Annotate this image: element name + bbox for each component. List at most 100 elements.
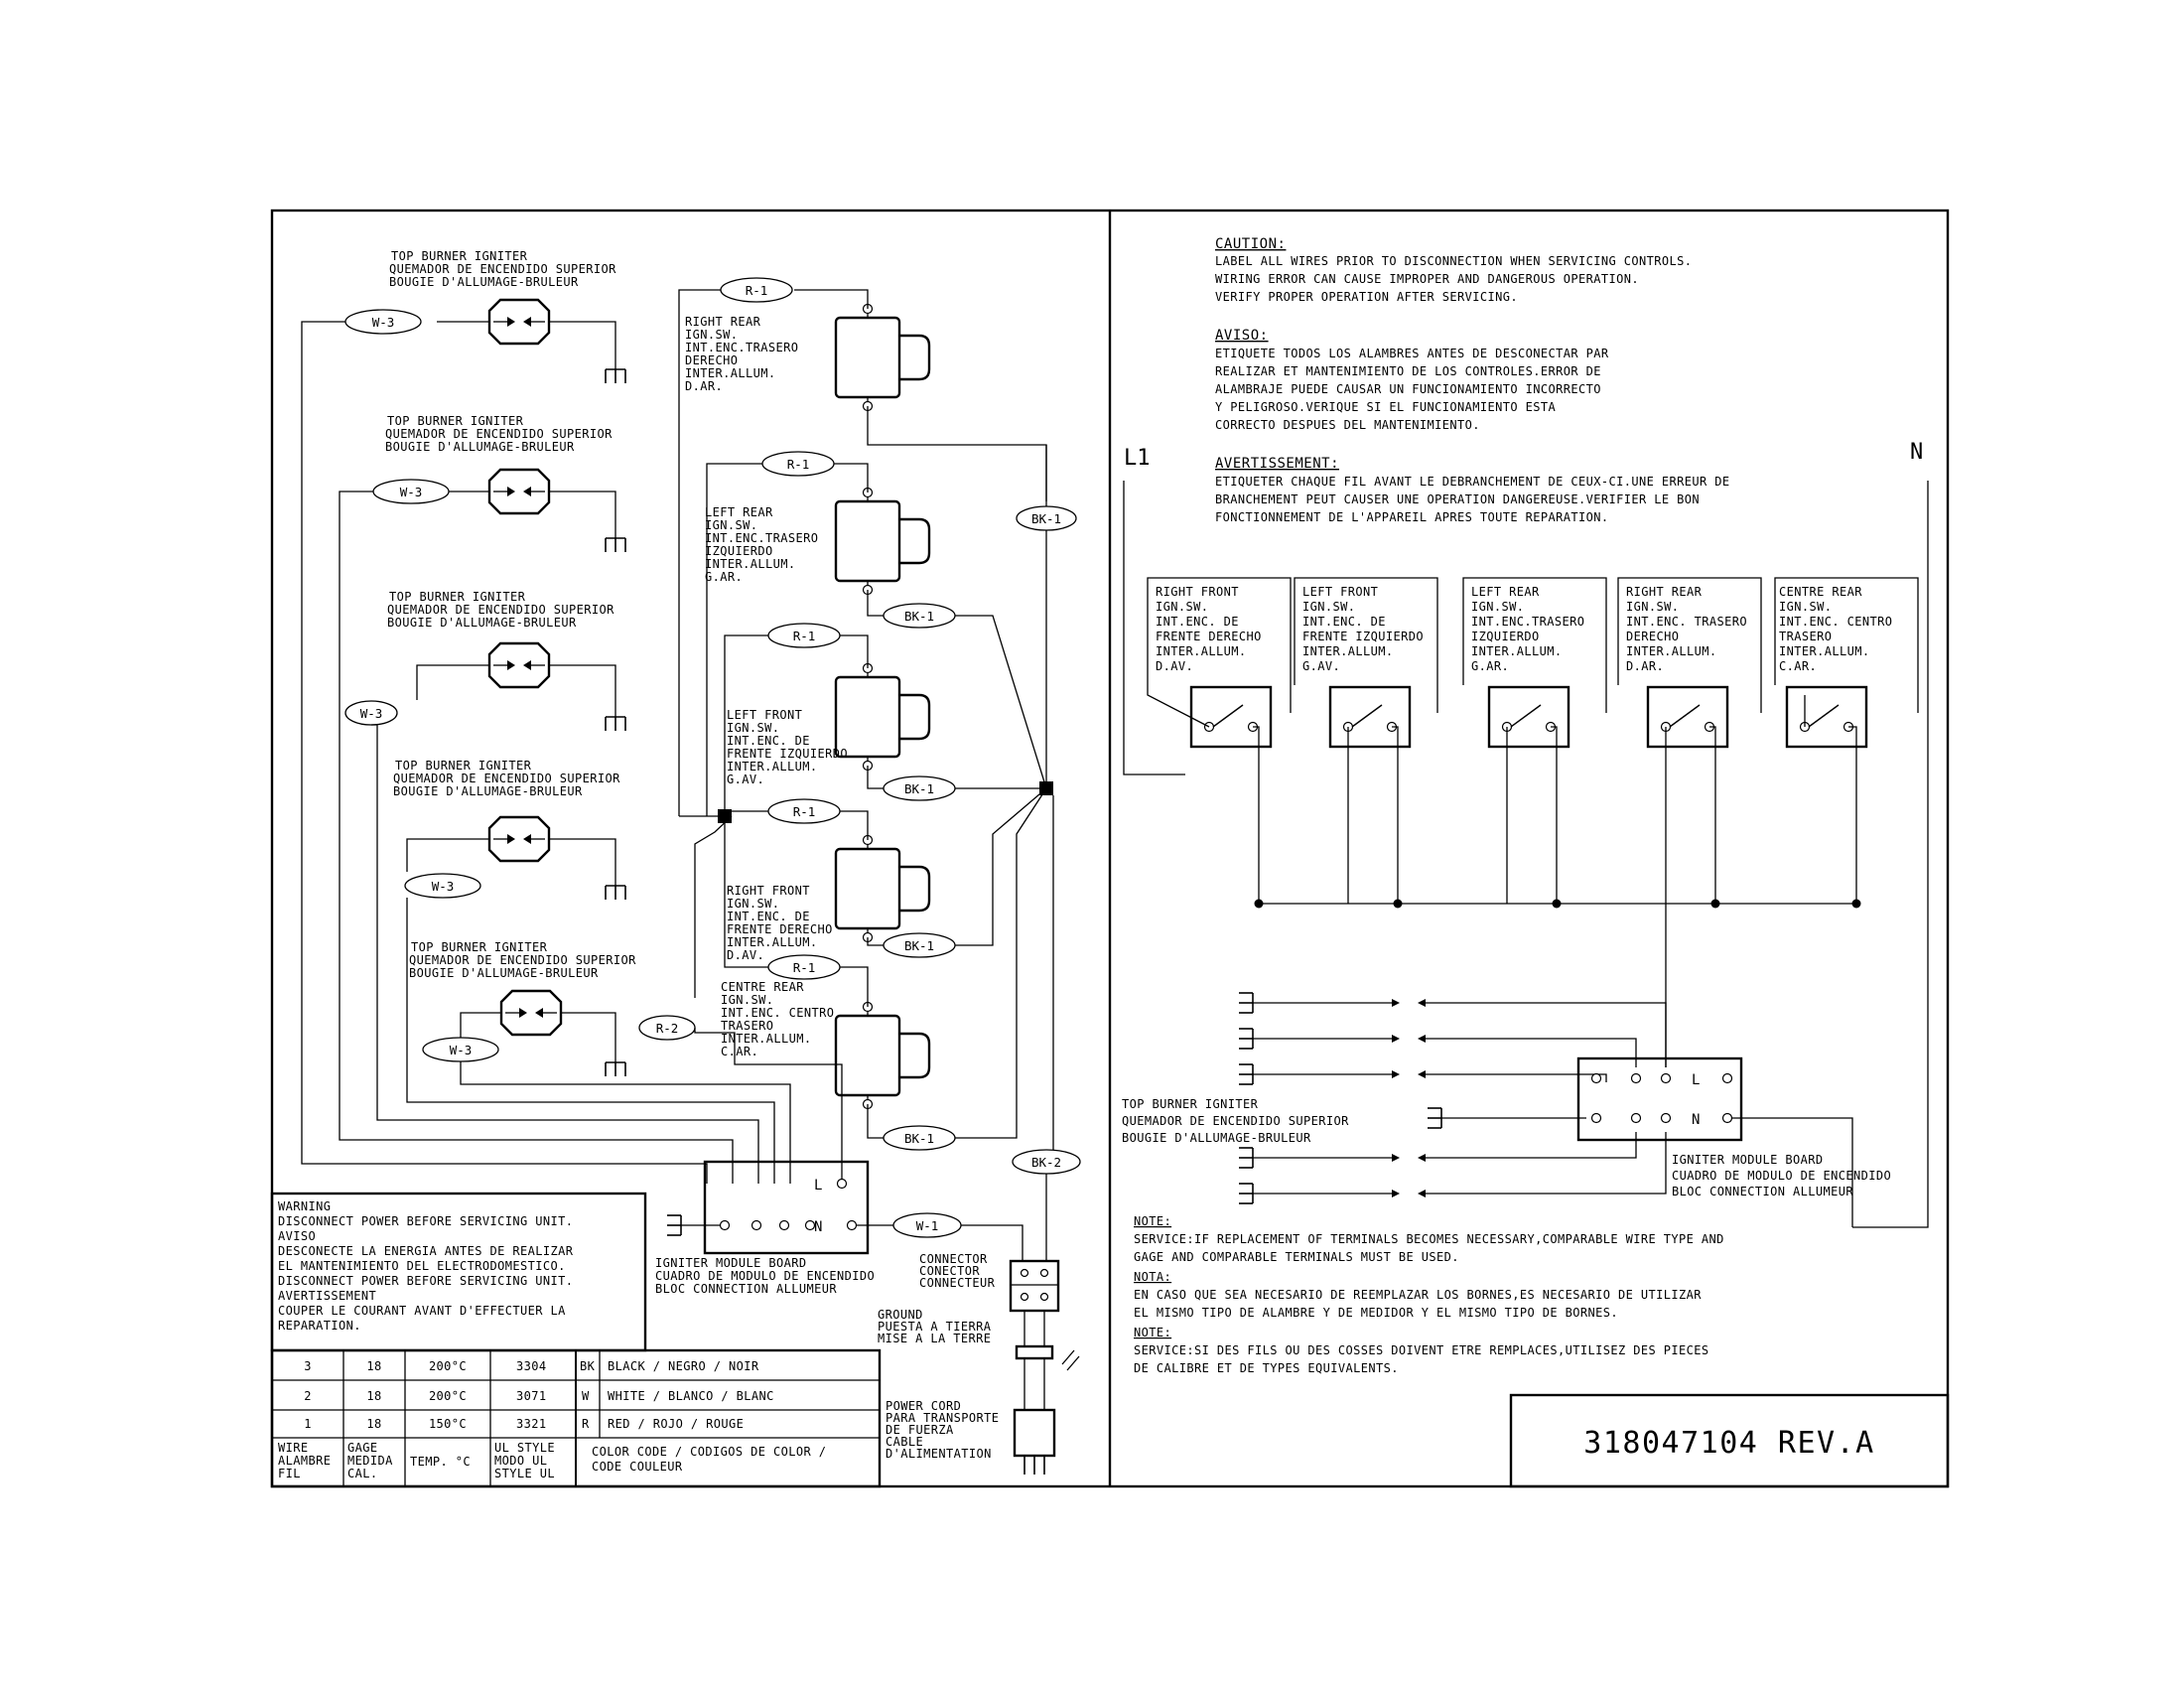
igniter-label-line: QUEMADOR DE ENCENDIDO SUPERIOR	[409, 953, 636, 967]
note-line: SERVICE:SI DES FILS OU DES COSSES DOIVEN…	[1134, 1343, 1708, 1357]
notes: NOTE: SERVICE:IF REPLACEMENT OF TERMINAL…	[1134, 1214, 1723, 1375]
ground-icon	[605, 1061, 626, 1077]
ground-icon	[1238, 1183, 1254, 1204]
ground-icon	[1238, 1028, 1254, 1050]
switch-symbol-icon	[834, 487, 931, 596]
switch-label-line: C.AR.	[721, 1045, 758, 1058]
igniter-label-line: BOUGIE D'ALLUMAGE-BRULEUR	[385, 440, 575, 454]
switch-label-line: LEFT FRONT	[1302, 585, 1378, 599]
ground-icon	[605, 885, 626, 901]
switch-label-line: INTER.ALLUM.	[1471, 644, 1563, 658]
switch-label-line: INT.ENC. DE	[727, 734, 810, 748]
switch-label-line: G.AV.	[1302, 659, 1340, 673]
switch-label-line: IGN.SW.	[727, 721, 779, 735]
wire-tag-r1: R-1	[746, 283, 768, 298]
igniter-label-line: QUEMADOR DE ENCENDIDO SUPERIOR	[389, 262, 616, 276]
switch-label-line: IZQUIERDO	[705, 544, 773, 558]
switch-label-line: INT.ENC. TRASERO	[1626, 615, 1747, 629]
ground-icon	[1427, 1107, 1442, 1129]
power-cord-label-line: CABLE	[886, 1435, 923, 1449]
igniter-symbol-icon	[487, 468, 551, 515]
igniter-symbol-icon	[499, 989, 563, 1037]
note-line: DE CALIBRE ET DE TYPES EQUIVALENTS.	[1134, 1361, 1399, 1375]
table-cell: 18	[366, 1389, 381, 1403]
switch-label-line: IGN.SW.	[685, 328, 738, 342]
switch-label-line: INT.ENC.TRASERO	[1471, 615, 1584, 629]
switch-label-line: LEFT REAR	[705, 505, 773, 519]
module-label-line: CUADRO DE MODULO DE ENCENDIDO	[655, 1269, 875, 1283]
igniter-label-line: BOUGIE D'ALLUMAGE-BRULEUR	[389, 275, 579, 289]
wire-tag-w3: W-3	[450, 1043, 473, 1057]
schematic-igniter-label-line: QUEMADOR DE ENCENDIDO SUPERIOR	[1122, 1114, 1349, 1128]
switch-label-line: IGN.SW.	[721, 993, 773, 1007]
switch-symbol-icon	[1785, 685, 1868, 749]
part-number: 318047104 REV.A	[1583, 1426, 1874, 1461]
wire-tag-w3: W-3	[432, 879, 455, 894]
aviso-line: ALAMBRAJE PUEDE CAUSAR UN FUNCIONAMIENTO…	[1215, 382, 1601, 396]
switch-label-line: INT.ENC. DE	[1156, 615, 1239, 629]
switch-label-line: INTER.ALLUM.	[721, 1032, 812, 1046]
color-header-line: CODE COULEUR	[592, 1460, 683, 1474]
ground-label-line: PUESTA A TIERRA	[878, 1320, 992, 1334]
line-n-label: N	[1910, 440, 1923, 465]
color-header-line: COLOR CODE / CODIGOS DE COLOR /	[592, 1445, 826, 1459]
schematic-igniter-module-board: L N IGNITER MODULE BOARD CUADRO DE MODUL…	[1576, 1056, 1891, 1227]
switch-label-line: FRENTE DERECHO	[727, 922, 833, 936]
switch-symbol-icon	[834, 662, 931, 772]
table-header-line: MEDIDA	[347, 1454, 393, 1468]
color-name: BLACK / NEGRO / NOIR	[608, 1359, 759, 1373]
ground-icon	[1238, 992, 1254, 1014]
junction-black	[1039, 781, 1053, 795]
table-header-line: TEMP. °C	[410, 1455, 471, 1469]
igniter-1: TOP BURNER IGNITER QUEMADOR DE ENCENDIDO…	[301, 249, 708, 1184]
avertissement-line: ETIQUETER CHAQUE FIL AVANT LE DEBRANCHEM…	[1215, 475, 1729, 489]
module-label-line: IGNITER MODULE BOARD	[655, 1256, 807, 1270]
ground-label-line: MISE A LA TERRE	[878, 1332, 991, 1345]
caution-line: LABEL ALL WIRES PRIOR TO DISCONNECTION W…	[1215, 254, 1692, 268]
connector: CONNECTOR CONECTOR CONNECTEUR	[919, 1252, 1060, 1313]
sch-switch-right-front: RIGHT FRONT IGN.SW. INT.ENC. DE FRENTE D…	[1147, 577, 1292, 904]
note-line: GAGE AND COMPARABLE TERMINALS MUST BE US…	[1134, 1250, 1459, 1264]
ground-icon	[605, 537, 626, 553]
aviso-title: AVISO:	[1215, 328, 1269, 344]
table-cell: 200°C	[429, 1359, 467, 1373]
sch-switch-right-rear: RIGHT REAR IGN.SW. INT.ENC. TRASERO DERE…	[1617, 577, 1762, 904]
table-cell: 2	[304, 1389, 312, 1403]
switch-left-rear: LEFT REAR IGN.SW. INT.ENC.TRASERO IZQUIE…	[705, 451, 1047, 816]
igniter-5: TOP BURNER IGNITER QUEMADOR DE ENCENDIDO…	[409, 940, 791, 1184]
wiring-diagram: TOP BURNER IGNITER QUEMADOR DE ENCENDIDO…	[270, 249, 1081, 1488]
switch-label-line: INT.ENC. CENTRO	[1779, 615, 1892, 629]
igniter-label-line: TOP BURNER IGNITER	[387, 414, 524, 428]
table-header-line: GAGE	[347, 1441, 378, 1455]
module-label-line: BLOC CONNECTION ALLUMEUR	[655, 1282, 837, 1296]
module-terminal-n: N	[814, 1219, 823, 1235]
wire-tag-r1: R-1	[787, 457, 810, 472]
table-header-line: FIL	[278, 1467, 301, 1480]
table-header-line: WIRE	[278, 1441, 309, 1455]
wire-tag-w3: W-3	[372, 315, 395, 330]
power-cord-label-line: D'ALIMENTATION	[886, 1447, 992, 1461]
caution-title: CAUTION:	[1215, 236, 1286, 252]
switch-label-line: RIGHT FRONT	[1156, 585, 1239, 599]
switch-label-line: INT.ENC. DE	[727, 910, 810, 923]
color-name: WHITE / BLANCO / BLANC	[608, 1389, 774, 1403]
switch-label-line: INTER.ALLUM.	[705, 557, 796, 571]
ground-icon	[605, 368, 626, 384]
switch-label-line: INTER.ALLUM.	[1302, 644, 1394, 658]
note-title: NOTE:	[1134, 1214, 1171, 1228]
switch-label-line: RIGHT REAR	[1626, 585, 1703, 599]
avertissement-title: AVERTISSEMENT:	[1215, 456, 1339, 472]
table-cell: 3321	[516, 1417, 547, 1431]
switch-label-line: INTER.ALLUM.	[727, 760, 818, 774]
sch-switch-left-rear: LEFT REAR IGN.SW. INT.ENC.TRASERO IZQUIE…	[1462, 577, 1607, 904]
table-cell: 200°C	[429, 1389, 467, 1403]
switch-label-line: IGN.SW.	[1156, 600, 1208, 614]
igniter-label-line: QUEMADOR DE ENCENDIDO SUPERIOR	[387, 603, 614, 617]
wire-tag-bk1: BK-1	[904, 781, 934, 796]
warning-line: AVERTISSEMENT	[278, 1289, 376, 1303]
note-title: NOTA:	[1134, 1270, 1171, 1284]
table-cell: 3	[304, 1359, 312, 1373]
switch-label-line: INTER.ALLUM.	[1626, 644, 1717, 658]
switch-label-line: INTER.ALLUM.	[727, 935, 818, 949]
